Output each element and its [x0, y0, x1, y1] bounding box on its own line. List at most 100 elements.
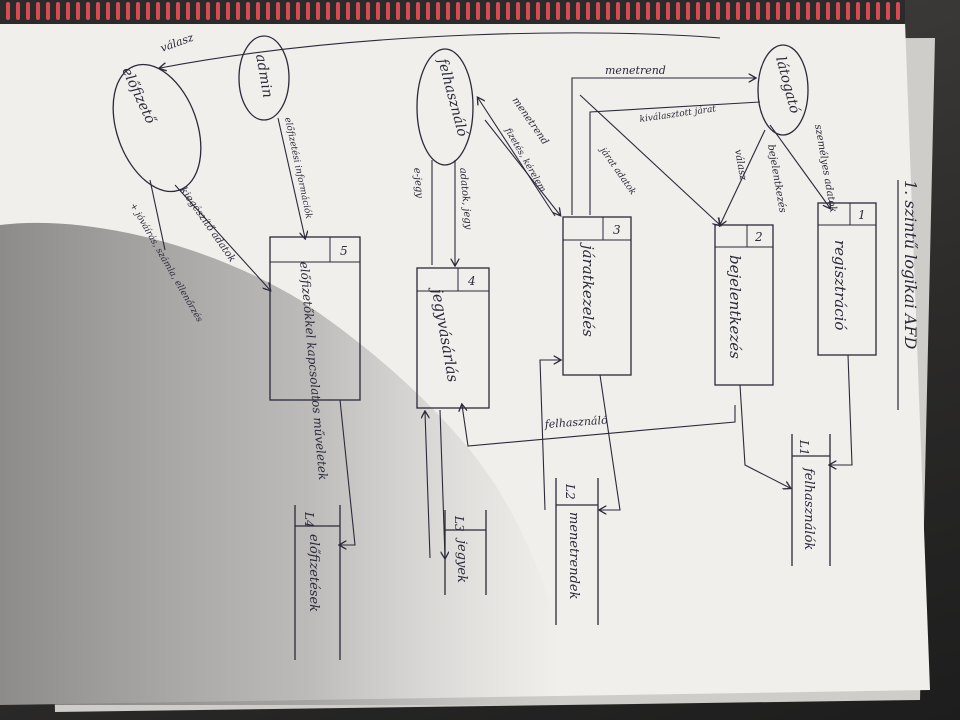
spiral-ring [216, 2, 220, 20]
store-L2: L2 menetrendek [555, 478, 599, 625]
spiral-ring [876, 2, 880, 20]
svg-text:4: 4 [467, 274, 476, 288]
spiral-ring [146, 2, 150, 20]
external-admin: admin [238, 35, 290, 121]
spiral-ring [106, 2, 110, 20]
spiral-ring [376, 2, 380, 20]
spiral-ring [516, 2, 520, 20]
spiral-ring [436, 2, 440, 20]
spiral-ring [746, 2, 750, 20]
process-1: 1 regisztráció [817, 202, 877, 356]
spiral-ring [616, 2, 620, 20]
svg-text:3: 3 [613, 223, 621, 237]
spiral-ring [736, 2, 740, 20]
spiral-ring [706, 2, 710, 20]
spiral-ring [236, 2, 240, 20]
spiral-ring [326, 2, 330, 20]
spiral-ring [206, 2, 210, 20]
svg-text:admin: admin [252, 53, 275, 99]
spiral-ring [866, 2, 870, 20]
spiral-ring [306, 2, 310, 20]
spiral-ring [556, 2, 560, 20]
spiral-ring [386, 2, 390, 20]
spiral-ring [36, 2, 40, 20]
spiral-ring [156, 2, 160, 20]
spiral-ring [256, 2, 260, 20]
spiral-ring [726, 2, 730, 20]
spiral-ring [226, 2, 230, 20]
spiral-ring [886, 2, 890, 20]
svg-text:L3: L3 [452, 515, 466, 532]
spiral-ring [336, 2, 340, 20]
spiral-ring [846, 2, 850, 20]
spiral-ring [186, 2, 190, 20]
svg-text:menetrend: menetrend [605, 64, 666, 77]
process-2: 2 bejelentkezés [714, 224, 774, 386]
spiral-ring [686, 2, 690, 20]
hand-shadow [0, 222, 560, 705]
flow-lines [149, 32, 853, 558]
spiral-ring [816, 2, 820, 20]
spiral-ring [566, 2, 570, 20]
spiral-ring [166, 2, 170, 20]
spiral-ring [96, 2, 100, 20]
spiral-ring [496, 2, 500, 20]
spiral-ring [316, 2, 320, 20]
spiral-ring [66, 2, 70, 20]
spiral-ring [396, 2, 400, 20]
page-title: 1. szintű logikai AFD [901, 180, 920, 349]
spiral-ring [536, 2, 540, 20]
spiral-ring [766, 2, 770, 20]
spiral-ring [696, 2, 700, 20]
spiral-ring [176, 2, 180, 20]
svg-text:előfizetések: előfizetések [306, 534, 321, 612]
spiral-ring [656, 2, 660, 20]
spiral-ring [6, 2, 10, 20]
spiral-ring [426, 2, 430, 20]
spiral-ring [756, 2, 760, 20]
spiral-ring [76, 2, 80, 20]
spiral-ring [86, 2, 90, 20]
spiral-ring [896, 2, 900, 20]
svg-text:1: 1 [858, 208, 866, 222]
svg-text:5: 5 [340, 244, 348, 258]
spiral-ring [406, 2, 410, 20]
spiral-ring [826, 2, 830, 20]
spiral-ring [476, 2, 480, 20]
spiral-ring [646, 2, 650, 20]
svg-text:jegyek: jegyek [454, 537, 469, 583]
process-3: 3 járatkezelés [562, 216, 632, 376]
spiral-ring [666, 2, 670, 20]
spiral-ring [286, 2, 290, 20]
spiral-ring [136, 2, 140, 20]
spiral-binding [0, 0, 905, 24]
spiral-ring [786, 2, 790, 20]
spiral-ring [626, 2, 630, 20]
spiral-ring [266, 2, 270, 20]
spiral-ring [356, 2, 360, 20]
spiral-ring [126, 2, 130, 20]
svg-text:felhasználó: felhasználó [543, 414, 608, 431]
spiral-ring [456, 2, 460, 20]
spiral-ring [56, 2, 60, 20]
spiral-ring [346, 2, 350, 20]
store-L4: L4 előfizetések [294, 505, 341, 660]
spiral-ring [856, 2, 860, 20]
svg-text:bejelentkezés: bejelentkezés [726, 255, 744, 359]
spiral-ring [416, 2, 420, 20]
svg-text:L1: L1 [797, 439, 811, 456]
spiral-ring [116, 2, 120, 20]
spiral-ring [446, 2, 450, 20]
spiral-ring [276, 2, 280, 20]
svg-text:regisztráció: regisztráció [831, 240, 849, 330]
spiral-ring [506, 2, 510, 20]
store-L1: L1 felhasználók [791, 434, 831, 566]
svg-text:e-jegy: e-jegy [411, 167, 425, 199]
spiral-ring [196, 2, 200, 20]
spiral-ring [26, 2, 30, 20]
spiral-ring [16, 2, 20, 20]
spiral-ring [466, 2, 470, 20]
svg-text:menetrendek: menetrendek [566, 512, 581, 600]
